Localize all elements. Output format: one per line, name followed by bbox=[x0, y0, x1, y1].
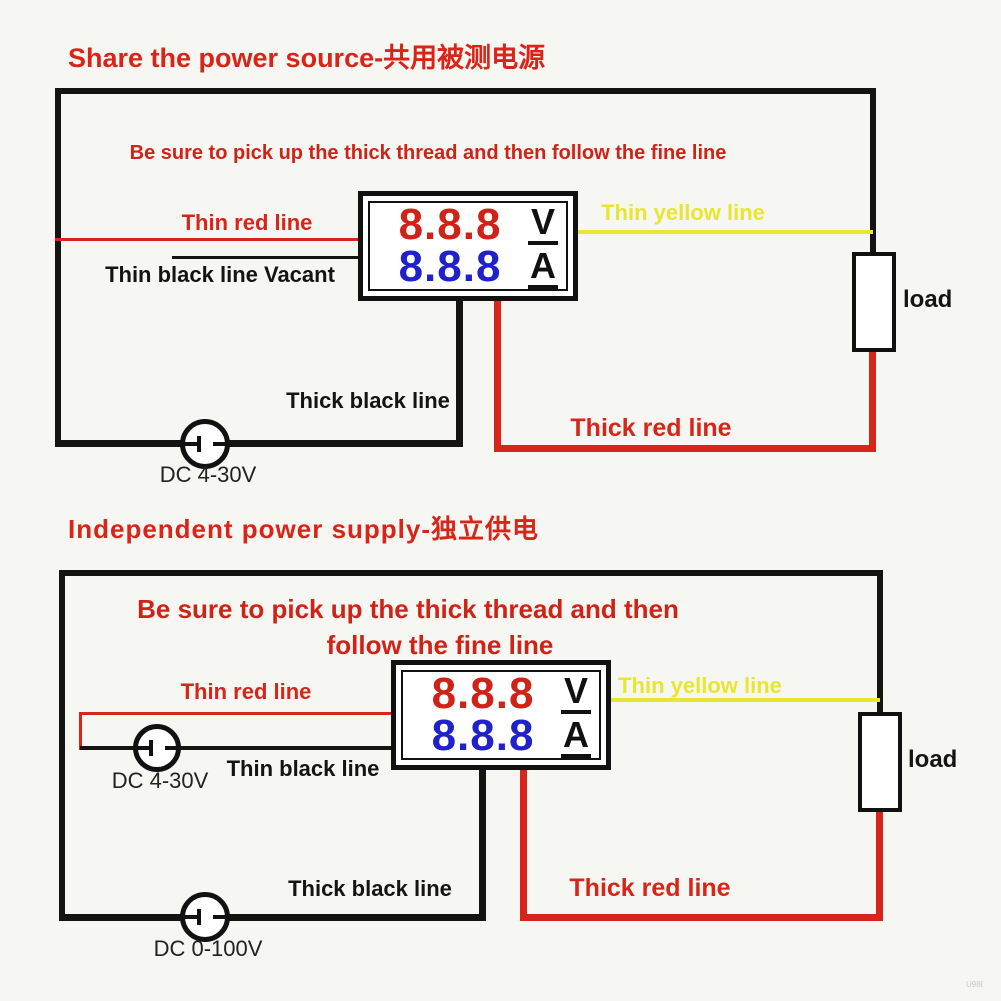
d2-current-readout: 8.8.8 bbox=[431, 711, 535, 760]
d1-voltage-readout: 8.8.8 bbox=[398, 200, 502, 250]
d1-current-readout: 8.8.8 bbox=[398, 242, 502, 291]
d1-thick-red-line-label: Thick red line bbox=[570, 414, 732, 442]
d2-instruction-line2: follow the fine line bbox=[326, 630, 554, 660]
section1-title: Share the power source-共用被测电源 bbox=[68, 43, 546, 73]
minus-terminal-icon bbox=[213, 442, 225, 446]
d2-thick-red-drop-wire bbox=[520, 768, 527, 921]
d1-thin-black-line-label: Thin black line Vacant bbox=[105, 262, 335, 287]
minus-terminal-icon bbox=[164, 746, 176, 750]
d2-volt-unit: V bbox=[561, 672, 591, 714]
d2-thin-yellow-line bbox=[607, 698, 880, 702]
d2-left-border-wire bbox=[59, 570, 65, 921]
d2-thick-red-line bbox=[520, 914, 883, 921]
d1-volt-unit: V bbox=[528, 203, 558, 245]
section2-title: Independent power supply-独立供电 bbox=[68, 514, 540, 544]
d2-thin-red-line-vertical bbox=[79, 712, 82, 750]
d1-dc-source-icon bbox=[180, 419, 230, 469]
d1-meter-screen: 8.8.8 8.8.8 V A bbox=[368, 201, 568, 291]
d1-thin-red-line bbox=[55, 238, 360, 241]
d2-dc-source-load-icon bbox=[180, 892, 230, 942]
d2-thin-red-line bbox=[79, 712, 393, 715]
d1-thick-red-line bbox=[494, 445, 876, 452]
d1-thick-red-riser-wire bbox=[869, 352, 876, 452]
d1-top-border-wire bbox=[55, 88, 876, 94]
d2-volt-ammeter-display: 8.8.8 8.8.8 V A bbox=[391, 660, 611, 770]
d2-amp-unit: A bbox=[561, 716, 591, 758]
d2-voltage-readout: 8.8.8 bbox=[431, 669, 535, 719]
d2-right-wire-to-load bbox=[877, 570, 883, 714]
d2-instruction-line1: Be sure to pick up the thick thread and … bbox=[137, 594, 679, 624]
d1-thin-yellow-line-label: Thin yellow line bbox=[601, 200, 765, 225]
d2-dc-source-meter-label: DC 4-30V bbox=[111, 768, 209, 793]
d1-thick-black-line bbox=[55, 440, 463, 447]
d2-dc-source-load-label: DC 0-100V bbox=[153, 936, 263, 961]
d2-thick-red-line-label: Thick red line bbox=[569, 874, 731, 902]
d2-meter-screen: 8.8.8 8.8.8 V A bbox=[401, 670, 601, 760]
d2-thin-red-line-label: Thin red line bbox=[180, 679, 312, 704]
d2-load-box bbox=[858, 712, 902, 812]
plus-terminal-icon bbox=[149, 740, 154, 756]
d2-load-label: load bbox=[908, 746, 958, 773]
minus-terminal-icon bbox=[213, 915, 225, 919]
d1-volt-ammeter-display: 8.8.8 8.8.8 V A bbox=[358, 191, 578, 301]
d1-meter-black-drop-wire bbox=[456, 298, 463, 447]
d1-thick-red-drop-wire bbox=[494, 298, 501, 452]
d2-thin-black-line bbox=[80, 746, 393, 750]
plus-terminal-icon bbox=[197, 909, 201, 925]
d1-thin-red-line-label: Thin red line bbox=[181, 210, 313, 235]
d1-thin-black-line-vacant bbox=[172, 256, 360, 259]
d2-thin-black-line-label: Thin black line bbox=[226, 756, 380, 781]
d2-meter-black-drop-wire bbox=[479, 768, 486, 921]
d1-thick-black-line-label: Thick black line bbox=[286, 388, 450, 413]
d1-load-label: load bbox=[903, 286, 953, 313]
d1-load-box bbox=[852, 252, 896, 352]
d1-dc-source-label: DC 4-30V bbox=[159, 462, 257, 487]
d2-thick-black-line bbox=[59, 914, 486, 921]
d1-amp-unit: A bbox=[528, 247, 558, 289]
d1-right-wire-to-load bbox=[870, 88, 876, 254]
watermark-text: U98I bbox=[966, 980, 983, 989]
d1-instruction: Be sure to pick up the thick thread and … bbox=[129, 142, 727, 164]
d2-thick-black-line-label: Thick black line bbox=[288, 876, 452, 901]
d1-left-border-wire bbox=[55, 88, 61, 447]
d2-top-border-wire bbox=[59, 570, 883, 576]
d2-dc-source-meter-icon bbox=[133, 724, 181, 772]
d2-thin-yellow-line-label: Thin yellow line bbox=[618, 673, 782, 698]
d2-thick-red-riser-wire bbox=[876, 812, 883, 915]
plus-terminal-icon bbox=[197, 436, 201, 452]
d1-thin-yellow-line bbox=[578, 230, 873, 234]
